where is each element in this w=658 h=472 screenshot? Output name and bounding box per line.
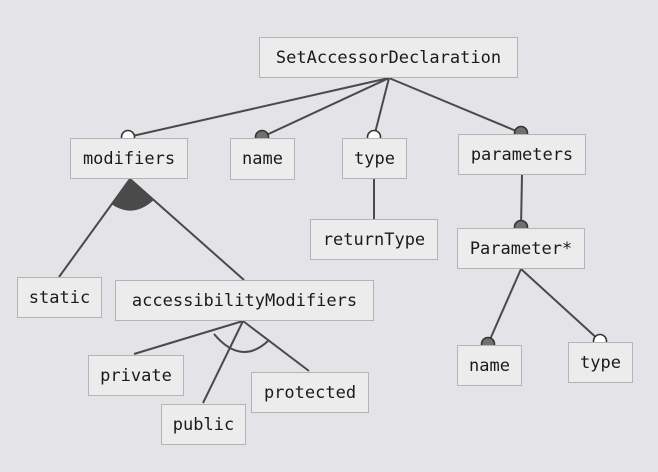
alternative-group-arc (213, 333, 269, 353)
node-type: type (342, 138, 407, 179)
edge-root-modifiers (127, 77, 390, 138)
edge-root-parameters (388, 77, 522, 134)
edge-accessibility-protected (242, 320, 310, 372)
node-protected: protected (251, 372, 369, 413)
edge-accessibility-public (202, 320, 244, 404)
node-static: static (17, 277, 102, 318)
edge-modifiers-accessibilitymodifiers (129, 178, 245, 281)
node-accessibilitymodifiers: accessibilityModifiers (115, 280, 374, 321)
edge-accessibility-private (133, 320, 244, 355)
edge-root-name (261, 77, 390, 138)
node-private: private (88, 355, 184, 396)
edge-parameter-name (487, 268, 522, 345)
node-setaccessordeclaration: SetAccessorDeclaration (259, 37, 518, 78)
node-name: name (230, 138, 295, 180)
node-parameter: Parameter* (457, 228, 585, 269)
edge-parameter-type (520, 268, 601, 342)
node-parameters: parameters (458, 134, 586, 175)
edge-parameters-parameter (520, 174, 523, 228)
node-returntype: returnType (310, 219, 438, 260)
node-parameter-name: name (457, 345, 522, 386)
node-parameter-type: type (568, 342, 633, 383)
edge-root-type (373, 77, 390, 138)
node-public: public (161, 404, 246, 445)
edge-modifiers-static (58, 178, 131, 278)
node-modifiers: modifiers (70, 138, 188, 179)
